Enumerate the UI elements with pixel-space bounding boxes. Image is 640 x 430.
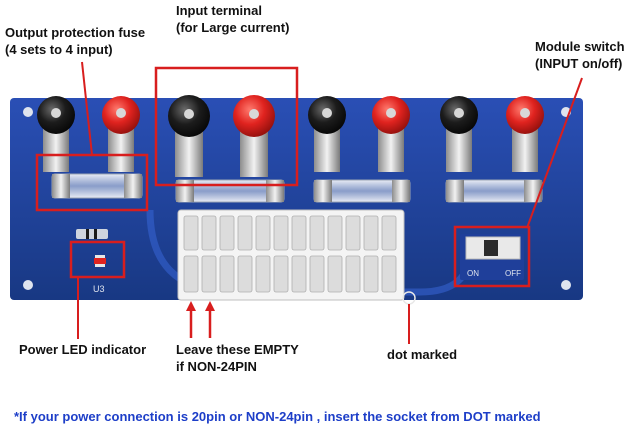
fuse-2 — [175, 179, 285, 203]
switch-off-silkscreen: OFF — [505, 269, 521, 278]
fuse-3 — [313, 179, 411, 203]
input-label-line1: Input terminal — [176, 3, 262, 18]
fuse-1 — [51, 173, 143, 199]
terminal-black-1 — [37, 96, 75, 172]
empty-pin-arrow-left — [186, 301, 196, 338]
mounting-hole — [561, 280, 571, 290]
leader-switch — [526, 77, 583, 229]
switch-label-line2: (INPUT on/off) — [535, 56, 623, 71]
atx-24pin-socket — [177, 209, 405, 301]
terminal-red-3 — [372, 96, 410, 172]
terminal-red-4 — [506, 96, 544, 172]
leave-empty-label: Leave these EMPTY if NON-24PIN — [176, 341, 299, 375]
fuse-label-line2: (4 sets to 4 input) — [5, 42, 113, 57]
resistor — [76, 229, 108, 239]
terminal-black-4 — [440, 96, 478, 172]
input-terminal-label: Input terminal (for Large current) — [176, 2, 289, 36]
fuse-label-line1: Output protection fuse — [5, 25, 146, 40]
switch-label-line1: Module switch — [535, 39, 625, 54]
u3-silkscreen: U3 — [93, 284, 105, 294]
empty-label-line2: if NON-24PIN — [176, 359, 257, 374]
module-switch — [460, 234, 524, 280]
empty-pin-arrow-right — [205, 301, 215, 338]
terminal-red-2 — [233, 95, 275, 177]
power-led — [94, 255, 106, 267]
leader-fuse — [81, 61, 93, 156]
fuse-label: Output protection fuse (4 sets to 4 inpu… — [5, 24, 145, 58]
switch-on-silkscreen: ON — [467, 269, 479, 278]
mounting-hole — [23, 107, 33, 117]
power-led-label: Power LED indicator — [19, 342, 147, 357]
footnote: *If your power connection is 20pin or NO… — [14, 409, 541, 424]
terminal-red-1 — [102, 96, 140, 172]
led-highlight-box — [69, 240, 126, 279]
dot-marked-label: dot marked — [387, 347, 458, 362]
module-switch-label: Module switch (INPUT on/off) — [535, 38, 625, 72]
terminal-black-3 — [308, 96, 346, 172]
empty-label-line1: Leave these EMPTY — [176, 342, 299, 357]
mounting-hole — [23, 280, 33, 290]
fuse-4 — [445, 179, 543, 203]
input-terminal-highlight-box — [154, 66, 299, 187]
input-label-line2: (for Large current) — [176, 20, 290, 35]
terminal-black-2 — [168, 95, 210, 177]
switch-highlight-box — [453, 225, 531, 288]
